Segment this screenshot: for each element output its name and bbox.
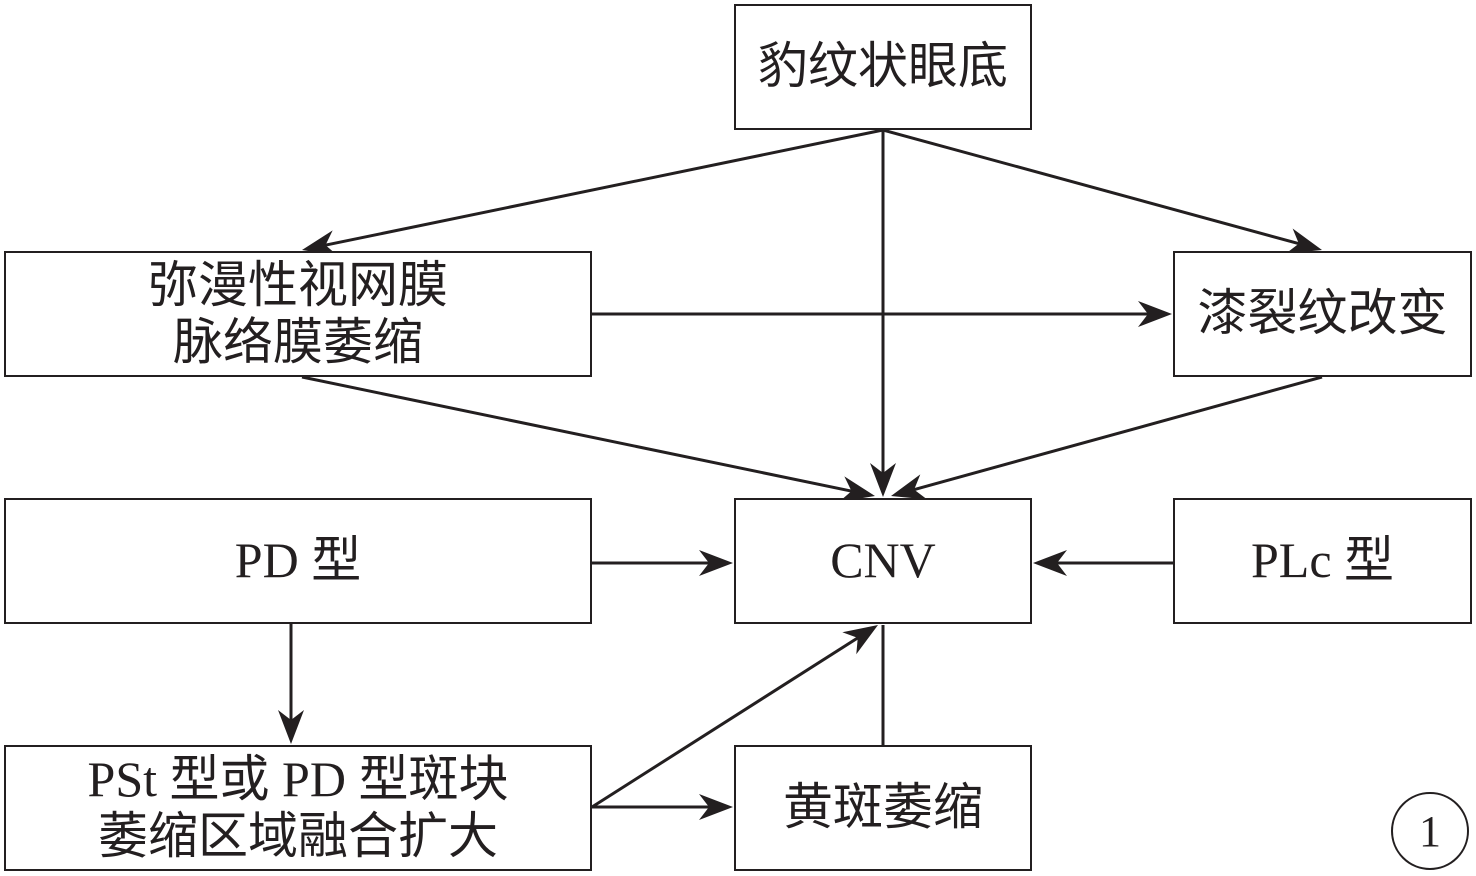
figure-number-badge: 1 (1391, 792, 1469, 870)
node-macular-atrophy: 黄斑萎缩 (734, 745, 1032, 871)
arrowhead-pd-to-pst (278, 710, 304, 744)
node-macular-atrophy-label: 黄斑萎缩 (783, 779, 983, 836)
node-lacquer-cracks-label: 漆裂纹改变 (1197, 285, 1448, 342)
node-plc-type: PLc 型 (1173, 498, 1472, 624)
connector-leopard-to-lacquer (882, 128, 1304, 247)
node-pst-expansion-line-2: 萎缩区域融合扩大 (98, 808, 498, 864)
node-lacquer-cracks: 漆裂纹改变 (1173, 251, 1472, 377)
node-cnv: CNV (734, 498, 1032, 624)
arrowhead-pd-to-cnv (699, 550, 733, 576)
node-cnv-label: CNV (830, 532, 936, 589)
connector-lacquer-to-cnv (909, 375, 1323, 493)
node-pd-type: PD 型 (4, 498, 592, 624)
arrowhead-leopard-to-cnv (870, 463, 896, 497)
arrowhead-pst-to-cnv (842, 625, 878, 655)
arrowhead-leopard-to-diffuse (302, 230, 338, 256)
arrowhead-plc-to-cnv (1033, 550, 1067, 576)
node-diffuse-atrophy: 弥漫性视网膜 脉络膜萎缩 (4, 251, 592, 377)
node-plc-type-label: PLc 型 (1250, 532, 1395, 589)
arrowhead-diffuse-to-lacquer (1138, 301, 1172, 327)
connector-leopard-to-diffuse (321, 128, 884, 248)
node-diffuse-atrophy-line-2: 脉络膜萎缩 (173, 314, 423, 370)
arrowhead-diffuse-to-cnv (839, 476, 875, 502)
node-pst-expansion-line-1: PSt 型或 PD 型斑块 (87, 750, 509, 807)
node-leopard-fundus: 豹纹状眼底 (734, 4, 1032, 130)
node-diffuse-atrophy-line-1: 弥漫性视网膜 (148, 256, 448, 313)
connector-pst-to-cnv (591, 634, 862, 809)
connector-diffuse-to-cnv (301, 375, 856, 494)
arrowhead-leopard-to-lacquer (1285, 228, 1322, 254)
arrowhead-lacquer-to-cnv (891, 474, 928, 500)
arrowhead-pst-to-macular (699, 794, 733, 820)
node-pst-expansion: PSt 型或 PD 型斑块 萎缩区域融合扩大 (4, 745, 592, 871)
node-leopard-fundus-label: 豹纹状眼底 (758, 38, 1008, 95)
node-pd-type-label: PD 型 (234, 532, 362, 589)
figure-number-label: 1 (1419, 806, 1441, 856)
